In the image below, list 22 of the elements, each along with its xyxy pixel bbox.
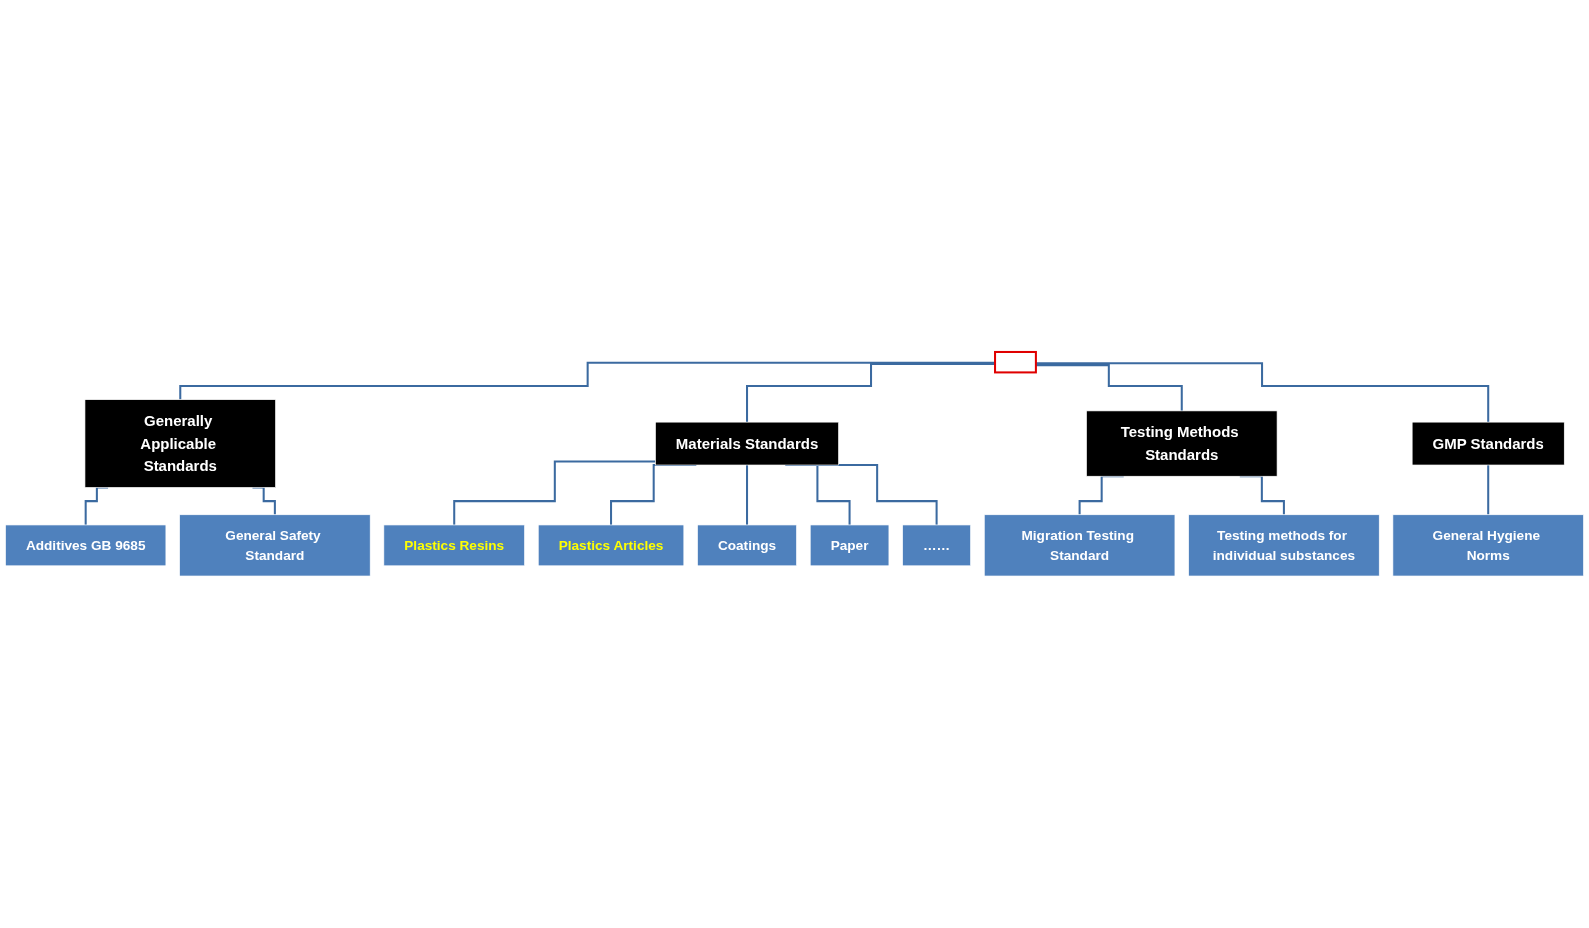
node-box: Additives GB 9685 bbox=[5, 524, 167, 567]
node-box: …… bbox=[902, 524, 971, 567]
connector bbox=[746, 363, 996, 424]
connector bbox=[1035, 362, 1490, 424]
connector bbox=[179, 361, 996, 401]
node-box: Coatings bbox=[697, 524, 797, 567]
node-box: Testing methods for individual substances bbox=[1188, 514, 1380, 577]
node-box: Plastics Resins bbox=[383, 524, 525, 567]
connector bbox=[1035, 364, 1183, 412]
node-box: Paper bbox=[809, 524, 890, 567]
node-box: GMP Standards bbox=[1411, 421, 1565, 466]
node-box: Testing Methods Standards bbox=[1086, 410, 1278, 477]
node-box: Plastics Articles bbox=[537, 524, 685, 567]
connector bbox=[453, 460, 656, 526]
node-box: Materials Standards bbox=[655, 421, 839, 466]
node-box: Generally Applicable Standards bbox=[84, 399, 276, 488]
node-box bbox=[994, 350, 1037, 374]
connector bbox=[1487, 464, 1490, 516]
node-box: Migration Testing Standard bbox=[983, 514, 1176, 577]
connector bbox=[746, 464, 749, 526]
node-box: General Hygiene Norms bbox=[1392, 514, 1584, 577]
node-box: General Safety Standard bbox=[179, 514, 371, 577]
